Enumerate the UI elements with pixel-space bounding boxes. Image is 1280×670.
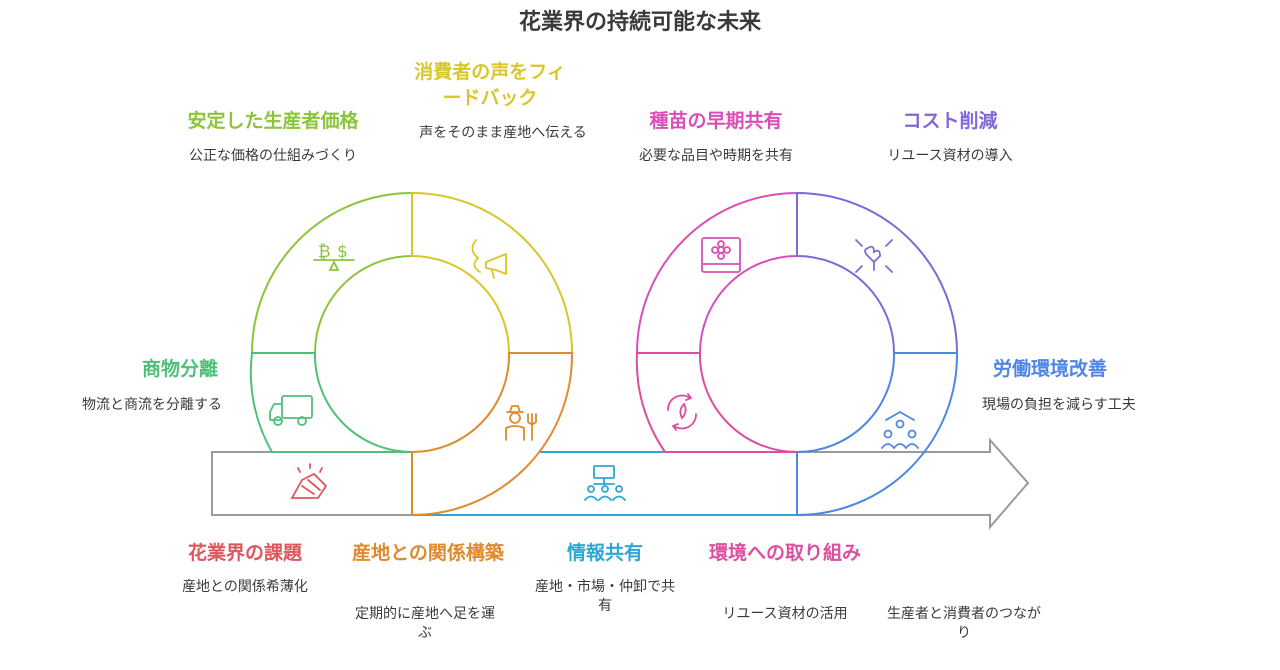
stage-title-separation: 商物分離 — [141, 358, 218, 380]
ring-segment-labor — [796, 352, 959, 517]
svg-text:$: $ — [337, 242, 348, 262]
stage-desc-environment: リユース資材の活用 — [722, 606, 848, 622]
ring-segment-separation — [249, 352, 413, 453]
stage-desc-separation: 物流と商流を分離する — [82, 397, 222, 413]
megaphone-icon — [471, 239, 507, 279]
stage-title-seed: 種苗の早期共有 — [649, 110, 783, 132]
reduce-icon — [855, 239, 893, 273]
farmer-icon — [505, 405, 537, 441]
ring-segment-cost — [796, 191, 959, 354]
handshake-icon — [290, 463, 328, 499]
stage-desc-info: 産地・市場・仲卸で共有 — [535, 579, 675, 614]
recycle-icon — [667, 393, 697, 431]
ring-segment-seed-sharing — [635, 191, 798, 354]
stage-desc-relationship: 定期的に産地へ足を運ぶ — [355, 606, 495, 641]
team-icon — [881, 410, 919, 449]
stage-desc-cost: リユース資材の導入 — [887, 148, 1013, 164]
balance-icon: ₿ $ — [313, 242, 355, 271]
stage-desc-labor: 現場の負担を減らす工夫 — [982, 397, 1136, 413]
stage-desc-voice: 声をそのまま産地へ伝える — [419, 125, 587, 141]
stage-title-challenge: 花業界の課題 — [187, 542, 302, 564]
stage-title-labor: 労働環境改善 — [992, 358, 1107, 380]
stage-title-cost: コスト削減 — [902, 110, 998, 132]
page-title: 花業界の持続可能な未来 — [518, 10, 761, 35]
stage-title-voice: 消費者の声をフィードバック — [414, 61, 566, 109]
truck-icon — [269, 395, 313, 426]
band-arrow-head — [797, 437, 1030, 530]
seed-icon — [701, 237, 741, 273]
stage-desc-seed: 必要な品目や時期を共有 — [639, 148, 793, 164]
stage-title-environment: 環境への取り組み — [708, 542, 861, 564]
svg-text:₿: ₿ — [318, 242, 331, 262]
stage-desc-challenge: 産地との関係希薄化 — [182, 579, 308, 595]
stage-title-info: 情報共有 — [566, 542, 643, 564]
ring-segment-stable-price — [250, 191, 413, 354]
stage-desc-connection: 生産者と消費者のつながり — [887, 606, 1041, 641]
ring-segment-relationship — [411, 352, 574, 517]
ring-segment-consumer-voice — [411, 191, 574, 354]
stage-title-price: 安定した生産者価格 — [187, 110, 359, 132]
stage-desc-price: 公正な価格の仕組みづくり — [189, 148, 357, 164]
stage-title-relationship: 産地との関係構築 — [352, 542, 504, 564]
network-icon — [584, 465, 626, 501]
ring-segment-environment — [635, 352, 798, 453]
